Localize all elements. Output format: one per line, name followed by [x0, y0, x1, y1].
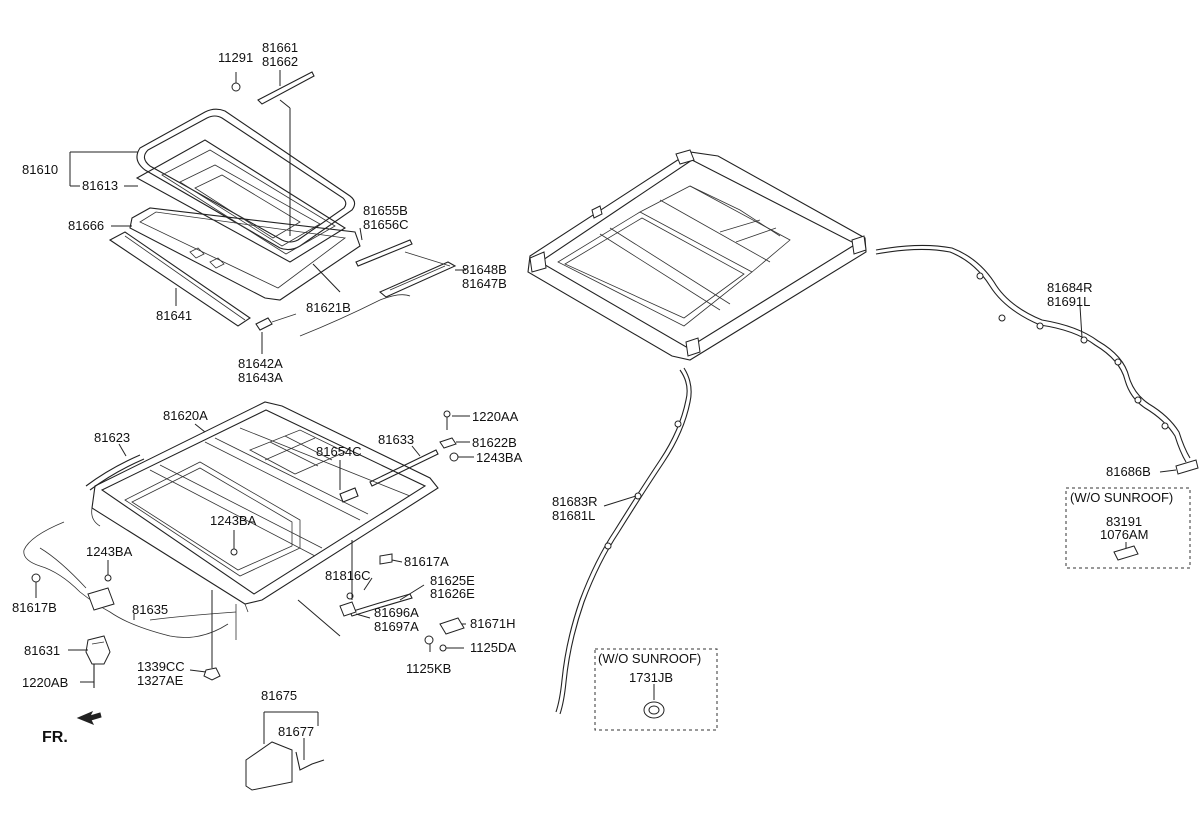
drain-hose-front — [555, 367, 692, 715]
label-1125DA: 1125DA — [470, 640, 516, 655]
label-fr: FR. — [42, 729, 68, 746]
label-81620A: 81620A — [163, 408, 208, 423]
label-83191: 83191 — [1106, 514, 1142, 529]
label-81642A: 81642A — [238, 356, 283, 371]
label-81622B: 81622B — [472, 435, 517, 450]
label-81655B: 81655B — [363, 203, 408, 218]
label-1243BA-center: 1243BA — [210, 513, 257, 528]
label-81617A: 81617A — [404, 554, 449, 569]
label-81666: 81666 — [68, 218, 104, 233]
label-81613: 81613 — [82, 178, 118, 193]
label-81633: 81633 — [378, 432, 414, 447]
label-1076AM: 1076AM — [1100, 527, 1148, 542]
label-1243BA-left: 1243BA — [86, 544, 133, 559]
manual-kit — [245, 711, 325, 791]
label-81696A: 81696A — [374, 605, 419, 620]
leaders-bottom-left — [35, 415, 474, 683]
label-81816C: 81816C — [325, 568, 371, 583]
label-81683R: 81683R — [552, 494, 598, 509]
label-81656C: 81656C — [363, 217, 409, 232]
label-1243BA-right: 1243BA — [476, 450, 523, 465]
label-81617B: 81617B — [12, 600, 57, 615]
wo-sunroof-center-title: (W/O SUNROOF) — [598, 651, 701, 666]
label-81661: 81661 — [262, 40, 298, 55]
label-1339CC: 1339CC — [137, 659, 185, 674]
label-81686B: 81686B — [1106, 464, 1151, 479]
label-81623: 81623 — [94, 430, 130, 445]
label-81654C: 81654C — [316, 444, 362, 459]
wo-sunroof-box-center — [594, 648, 718, 731]
label-81610: 81610 — [22, 162, 58, 177]
label-11291: 11291 — [218, 50, 253, 65]
label-81635: 81635 — [132, 602, 168, 617]
label-81648B: 81648B — [462, 262, 507, 277]
label-81684R: 81684R — [1047, 280, 1093, 295]
label-1731JB: 1731JB — [629, 670, 673, 685]
label-81697A: 81697A — [374, 619, 419, 634]
label-1327AE: 1327AE — [137, 673, 184, 688]
part-labels: 11291 81661 81662 81610 81613 81666 8165… — [12, 40, 1173, 746]
label-81691L: 81691L — [1047, 294, 1090, 309]
label-81625E: 81625E — [430, 573, 475, 588]
label-81631: 81631 — [24, 643, 60, 658]
roof-panel — [527, 149, 867, 361]
label-1125KB: 1125KB — [406, 661, 451, 676]
label-81641: 81641 — [156, 308, 192, 323]
front-direction-indicator — [76, 711, 102, 725]
label-81662: 81662 — [262, 54, 298, 69]
leaders-top-left — [69, 70, 466, 354]
label-81677: 81677 — [278, 724, 314, 739]
label-81671H: 81671H — [470, 616, 516, 631]
label-1220AB: 1220AB — [22, 675, 68, 690]
label-81626E: 81626E — [430, 586, 475, 601]
drain-hose-rear — [875, 244, 1199, 475]
label-81647B: 81647B — [462, 276, 507, 291]
wo-sunroof-box-right — [1065, 487, 1191, 569]
glass-assembly — [108, 71, 457, 337]
wo-sunroof-right-title: (W/O SUNROOF) — [1070, 490, 1173, 505]
label-1220AA: 1220AA — [472, 409, 519, 424]
label-81643A: 81643A — [238, 370, 283, 385]
label-81621B: 81621B — [306, 300, 351, 315]
label-81681L: 81681L — [552, 508, 595, 523]
label-81675: 81675 — [261, 688, 297, 703]
frame-assembly — [23, 401, 465, 688]
